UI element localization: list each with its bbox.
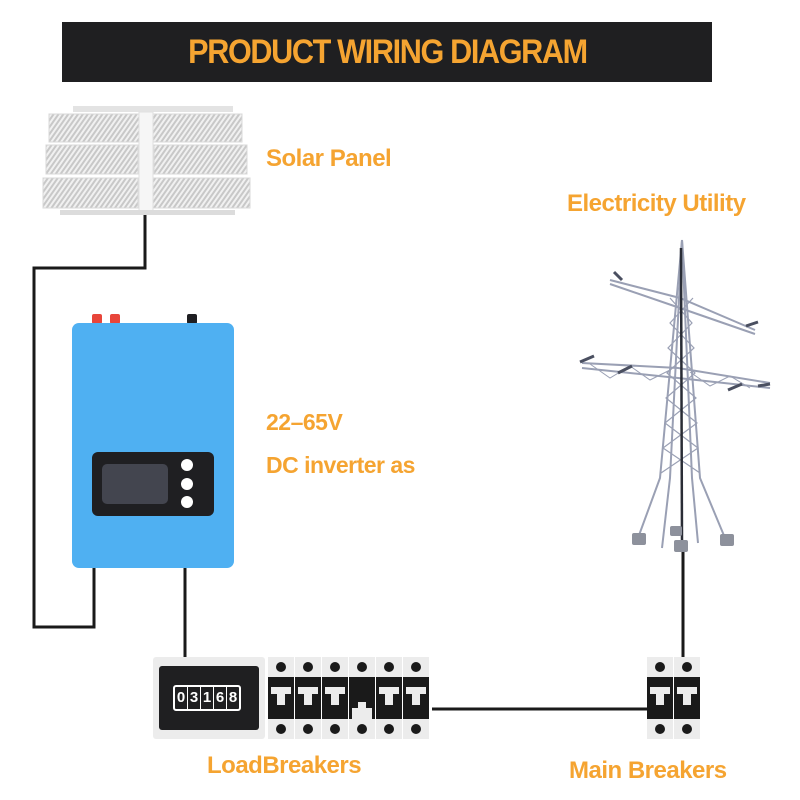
breaker-pole [349,657,375,739]
terminal-screw-top [303,662,313,672]
breaker-pole [647,657,673,739]
breaker-pole [295,657,321,739]
inverter-control-panel [92,452,214,516]
breaker-toggle-on[interactable] [406,687,426,705]
breaker-toggle-on[interactable] [325,687,345,705]
main-breakers-label: Main Breakers [569,757,727,784]
inverter-type-label: DC inverter as [266,452,415,478]
inverter-screen [102,464,168,504]
page-title: PRODUCT WIRING DIAGRAM [187,32,588,71]
utility-label: Electricity Utility [567,190,746,217]
breaker-pole [376,657,402,739]
inverter-button-3 [181,496,193,508]
meter-digit: 6 [213,687,226,709]
breaker-pole [403,657,429,739]
main-breakers-icon [647,657,700,739]
terminal-screw-bottom [655,724,665,734]
title-banner: PRODUCT WIRING DIAGRAM [62,22,712,82]
inverter-voltage-label: 22–65V [266,409,343,435]
wire-solar-to-inverter-dc [32,213,147,629]
meter-digit: 8 [226,687,239,709]
breaker-toggle-on[interactable] [271,687,291,705]
dc-terminal-negative [110,314,120,324]
solar-panel-label: Solar Panel [266,145,392,172]
breaker-toggle-on[interactable] [677,687,697,705]
terminal-screw-bottom [384,724,394,734]
inverter-icon [72,312,234,570]
breaker-pole [674,657,700,739]
breaker-pole [268,657,294,739]
terminal-screw-top [655,662,665,672]
terminal-screw-top [276,662,286,672]
meter-digit: 0 [176,689,186,706]
breaker-bank [268,657,433,739]
transmission-tower-icon [579,239,771,552]
inverter-button-1 [181,459,193,471]
terminal-screw-bottom [303,724,313,734]
meter-digit: 1 [200,687,213,709]
breaker-pole [322,657,348,739]
inverter-button-2 [181,478,193,490]
breaker-toggle-on[interactable] [379,687,399,705]
ac-terminal [187,314,197,324]
breaker-toggle-off[interactable] [352,702,372,719]
breaker-toggle-on[interactable] [650,687,670,705]
terminal-screw-bottom [411,724,421,734]
terminal-screw-bottom [330,724,340,734]
terminal-screw-top [384,662,394,672]
meter-digit: 3 [187,687,200,709]
terminal-screw-top [411,662,421,672]
terminal-screw-bottom [357,724,367,734]
load-breakers-label: LoadBreakers [207,752,362,779]
dc-terminal-positive [92,314,102,324]
terminal-screw-top [330,662,340,672]
terminal-screw-top [357,662,367,672]
terminal-screw-bottom [276,724,286,734]
terminal-screw-bottom [682,724,692,734]
inverter-body [72,323,234,568]
breaker-toggle-on[interactable] [298,687,318,705]
solar-panel-icon [42,106,251,215]
terminal-screw-top [682,662,692,672]
